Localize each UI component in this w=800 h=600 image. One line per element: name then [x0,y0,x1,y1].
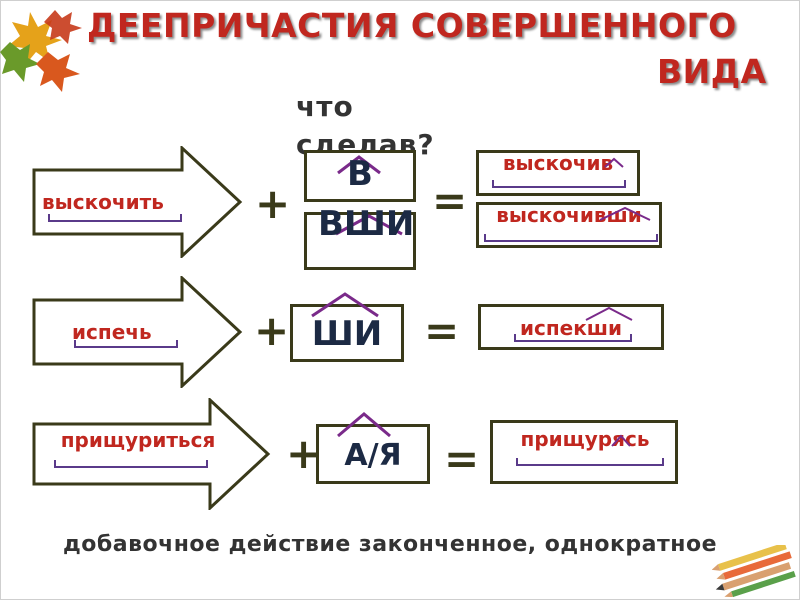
suffix-box [316,424,430,484]
suffix-roof-icon [337,155,381,175]
pencils-icon [712,545,796,597]
suffix-text: ШИ [311,314,383,354]
suffix-roof-icon [337,412,391,438]
bottom-caption: добавочное действие законченное, однокра… [63,532,717,557]
morpheme-underline [48,214,182,222]
morpheme-underline [514,334,632,342]
result-text: выскочивши [496,203,642,227]
morpheme-underline [484,234,658,242]
plus-operator: + [286,429,322,478]
result-text: прищурясь [520,427,650,451]
result-box [478,304,664,350]
equals-operator: = [424,306,460,355]
equals-operator: = [432,176,468,225]
arrow-shape [32,146,243,258]
suffix-text: В [347,154,373,194]
suffix-box [290,304,404,362]
verb-text: прищуриться [60,428,216,452]
morpheme-underline [54,460,208,468]
suffix-roof-icon [585,306,633,321]
verb-text: выскочить [42,190,164,214]
suffix-roof-icon [599,206,651,221]
morpheme-underline [492,180,626,188]
plus-operator: + [255,179,291,228]
suffix-text: ВШИ [318,204,415,244]
plus-operator: + [254,306,290,355]
equals-operator: = [444,434,480,483]
morpheme-underline [74,340,178,348]
result-text: выскочив [502,151,614,175]
suffix-roof-icon [335,214,403,236]
slide-title-line2: ВИДА [657,52,767,91]
verb-text: испечь [72,320,152,344]
morpheme-underline [516,458,664,466]
suffix-roof-icon [604,157,624,168]
arrow-shape [32,398,271,510]
slide-title-line1: ДЕЕПРИЧАСТИЯ СОВЕРШЕННОГО [87,6,737,45]
suffix-box [304,212,416,270]
suffix-text: А/Я [344,438,402,473]
suffix-roof-icon [311,292,379,318]
autumn-leaves-icon [0,10,82,92]
result-box [476,150,640,196]
suffix-roof-icon [611,434,631,447]
result-text: испекши [519,316,623,340]
arrow-shape [32,276,243,388]
result-box [490,420,678,484]
